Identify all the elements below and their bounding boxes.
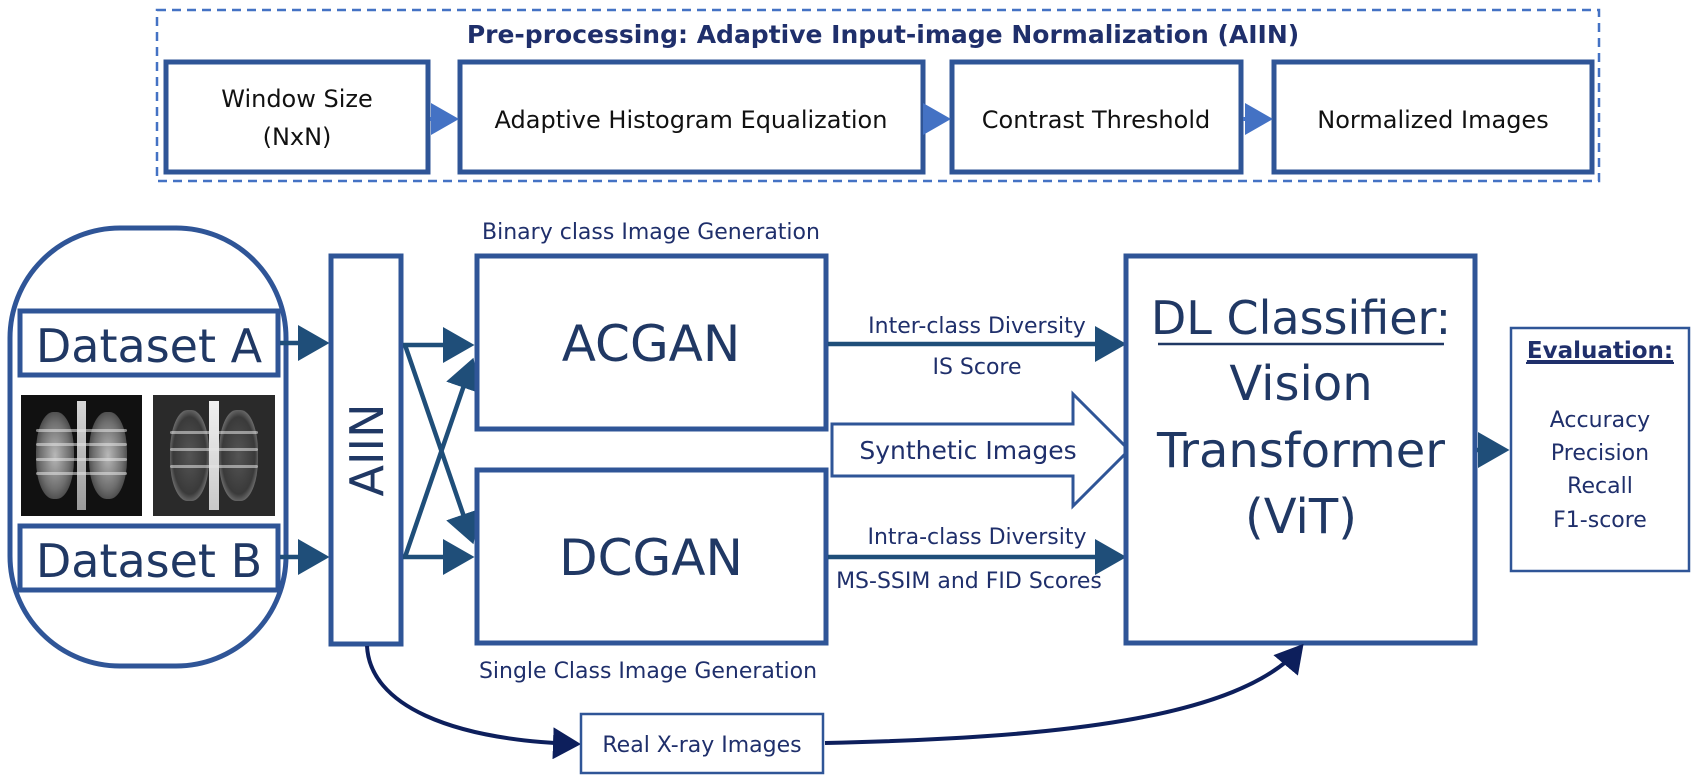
window-size-box	[163, 59, 431, 175]
arrow-aiin-cross-to-dcgan	[402, 344, 481, 545]
classifier-line-vision: Vision	[1229, 356, 1372, 412]
evaluation-box	[1509, 326, 1691, 573]
dcgan-label: DCGAN	[559, 529, 743, 587]
aiin-box	[328, 253, 404, 647]
evaluation-item-f1: F1-score	[1553, 508, 1647, 533]
evaluation-item-accuracy: Accuracy	[1550, 408, 1650, 433]
preprocessing-title: Pre-processing: Adaptive Input-image Nor…	[467, 20, 1299, 49]
dataset-b-label: Dataset B	[36, 534, 262, 588]
classifier-line-vit: (ViT)	[1245, 489, 1357, 545]
single-generation-caption: Single Class Image Generation	[479, 659, 817, 684]
acgan-box	[474, 253, 829, 432]
acgan-label: ACGAN	[562, 315, 741, 373]
dataset-b-box	[17, 523, 281, 593]
intra-class-label: Intra-class Diversity	[867, 525, 1086, 550]
arrow-aiin-to-real-images	[365, 645, 581, 760]
arrow-real-images-to-classifier	[824, 643, 1304, 745]
xray-thumbnail-b	[153, 395, 275, 516]
classifier-line-transformer: Transformer	[1156, 423, 1445, 479]
evaluation-heading: Evaluation:	[1527, 338, 1673, 364]
inter-class-label: Inter-class Diversity	[868, 314, 1086, 339]
evaluation-item-recall: Recall	[1567, 474, 1633, 499]
normalized-images-label: Normalized Images	[1317, 106, 1548, 134]
binary-generation-caption: Binary class Image Generation	[482, 220, 820, 245]
aiin-label: AIIN	[340, 403, 394, 496]
real-images-box	[579, 712, 825, 775]
classifier-heading: DL Classifier:	[1151, 291, 1451, 345]
histogram-equalization-label: Adaptive Histogram Equalization	[495, 106, 888, 134]
normalized-images-box	[1271, 59, 1595, 175]
dataset-a-label: Dataset A	[36, 319, 263, 373]
contrast-threshold-label: Contrast Threshold	[982, 106, 1210, 134]
window-size-line2: (NxN)	[263, 123, 332, 151]
dataset-container	[7, 225, 289, 669]
synthetic-images-label: Synthetic Images	[859, 436, 1076, 465]
classifier-box	[1123, 253, 1478, 646]
real-images-label: Real X-ray Images	[602, 733, 801, 758]
dataset-a-box	[17, 308, 281, 378]
contrast-threshold-box	[949, 59, 1244, 175]
arrow-aiin-cross-to-acgan	[402, 357, 481, 558]
xray-thumbnail-a	[21, 395, 142, 516]
ms-ssim-fid-label: MS-SSIM and FID Scores	[836, 569, 1102, 594]
window-size-line1: Window Size	[221, 85, 373, 113]
synthetic-images-arrow	[830, 390, 1132, 510]
dcgan-box	[474, 467, 829, 646]
preprocessing-frame	[155, 8, 1601, 183]
is-score-label: IS Score	[932, 355, 1021, 380]
evaluation-item-precision: Precision	[1551, 441, 1649, 466]
